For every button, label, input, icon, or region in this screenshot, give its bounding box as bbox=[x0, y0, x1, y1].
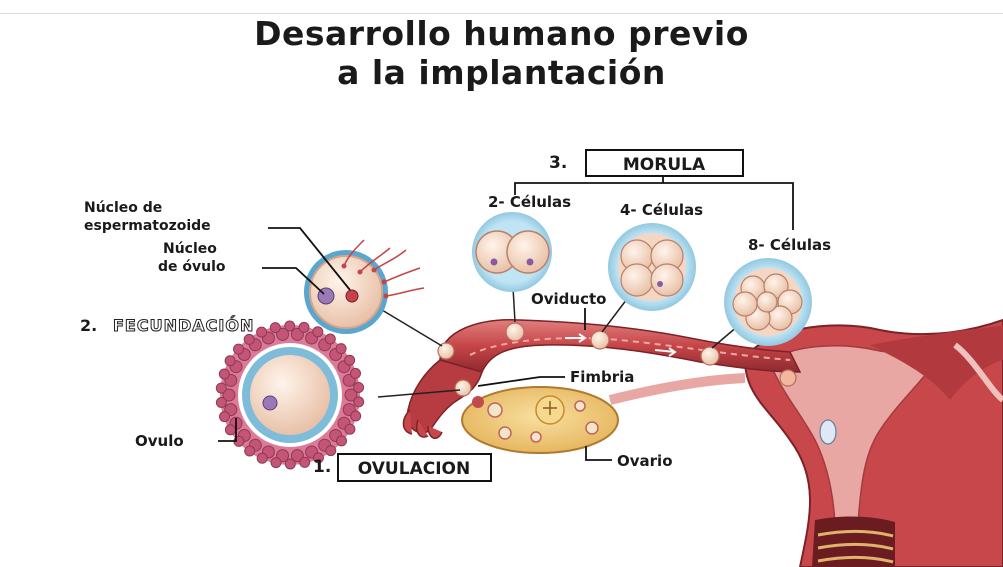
corona-cell bbox=[219, 369, 229, 379]
corona-cell bbox=[326, 446, 336, 456]
eight-cells-label: 8- Células bbox=[748, 236, 831, 254]
two-cell-bubble bbox=[472, 212, 552, 292]
corona-cell bbox=[225, 356, 235, 366]
ovary bbox=[462, 387, 618, 453]
corona-cell bbox=[354, 383, 364, 393]
fimbria-label: Fimbria bbox=[570, 368, 634, 386]
ovum-nucleus-label-2: de óvulo bbox=[158, 259, 226, 275]
ovulation-label: OVULACION bbox=[358, 459, 470, 479]
eight-cell-stage-in-tube bbox=[701, 347, 719, 365]
corona-cell bbox=[270, 323, 280, 333]
corona-cell bbox=[216, 398, 226, 408]
morula-label: MORULA bbox=[623, 155, 706, 175]
sperm-nucleus-label-2: espermatozoide bbox=[84, 218, 211, 234]
ovum-label: Ovulo bbox=[135, 432, 184, 450]
corona-cell bbox=[245, 446, 255, 456]
ovulation-number: 1. bbox=[313, 457, 331, 477]
corona-cell bbox=[337, 436, 347, 446]
corona-cell bbox=[285, 321, 295, 331]
two-cell-stage-in-tube bbox=[506, 323, 524, 341]
sperm-nucleus bbox=[346, 290, 358, 302]
corona-cell bbox=[257, 453, 267, 463]
released-ovum-cell bbox=[455, 380, 471, 396]
eight-cell-bubble bbox=[724, 258, 812, 346]
ovum-nucleus-label-1: Núcleo bbox=[163, 241, 217, 257]
ovary-label: Ovario bbox=[617, 452, 673, 470]
implanting-embryo bbox=[820, 420, 836, 444]
corona-cell bbox=[216, 383, 226, 393]
corona-cell bbox=[336, 344, 346, 354]
corona-cell bbox=[300, 457, 310, 467]
blastocyst-in-uterus bbox=[780, 370, 796, 386]
corona-cell bbox=[271, 458, 281, 468]
text-labels: 3. MORULA 2- Células 4- Células 8- Célul… bbox=[80, 150, 831, 481]
fertilization-number: 2. bbox=[80, 316, 97, 335]
oviduct-label: Oviducto bbox=[531, 290, 606, 308]
corona-cell bbox=[351, 411, 361, 421]
corona-cell bbox=[225, 425, 235, 435]
corona-cell bbox=[351, 368, 361, 378]
corona-cell bbox=[234, 344, 244, 354]
four-cell-stage-in-tube bbox=[591, 331, 609, 349]
corona-cell bbox=[345, 355, 355, 365]
corona-cell bbox=[244, 334, 254, 344]
four-cell-bubble bbox=[608, 223, 696, 311]
sperm-nucleus-label-1: Núcleo de bbox=[84, 200, 162, 216]
four-cells-label: 4- Células bbox=[620, 201, 703, 219]
corona-cell bbox=[257, 327, 267, 337]
corona-cell bbox=[220, 412, 230, 422]
corona-cell bbox=[345, 424, 355, 434]
corona-cell bbox=[299, 322, 309, 332]
corona-cell bbox=[313, 327, 323, 337]
two-cells-label: 2- Células bbox=[488, 193, 571, 211]
fertilization-label: FECUNDACIÓN bbox=[113, 316, 254, 335]
morula-number: 3. bbox=[549, 153, 567, 173]
corona-cell bbox=[285, 459, 295, 469]
ovum-bubble bbox=[216, 321, 363, 469]
corona-cell bbox=[354, 397, 364, 407]
corona-cell bbox=[325, 334, 335, 344]
